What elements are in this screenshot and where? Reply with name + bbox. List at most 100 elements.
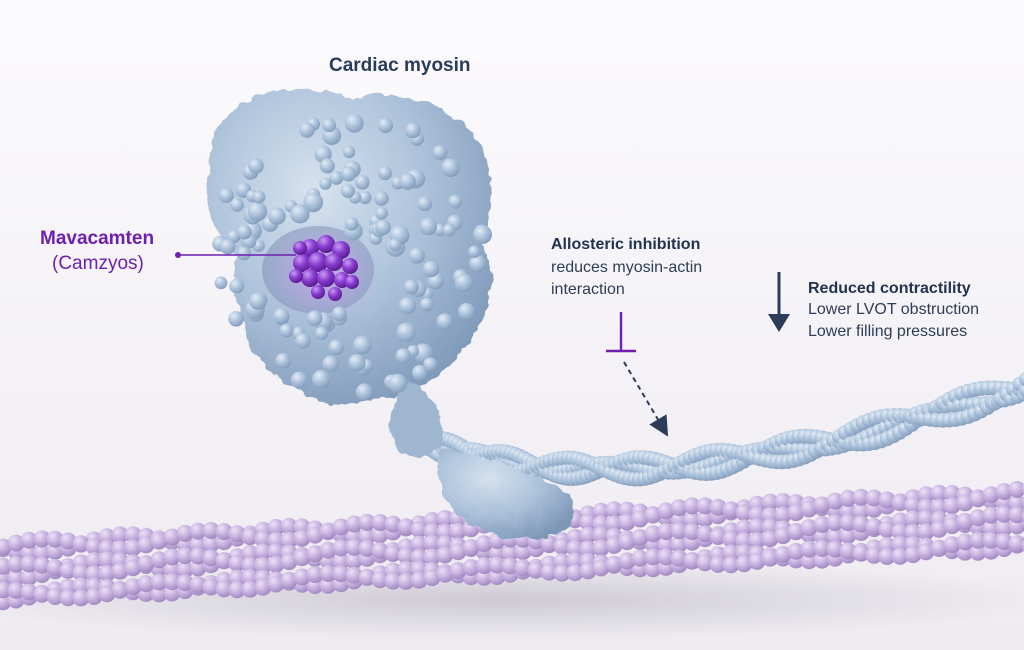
actin-bead bbox=[696, 525, 714, 543]
actin-bead bbox=[293, 549, 311, 567]
actin-bead bbox=[579, 540, 597, 558]
surface-bead bbox=[247, 201, 268, 222]
actin-bead bbox=[488, 544, 506, 562]
actin-filament bbox=[0, 480, 1024, 611]
surface-bead bbox=[273, 308, 290, 325]
actin-bead bbox=[85, 588, 103, 605]
actin-bead bbox=[826, 540, 844, 558]
actin-bead bbox=[150, 532, 168, 550]
actin-bead bbox=[592, 559, 610, 577]
actin-bead bbox=[787, 504, 805, 522]
actin-bead bbox=[202, 549, 220, 567]
tail-bead bbox=[1019, 383, 1024, 397]
actin-bead bbox=[46, 530, 64, 548]
actin-bead bbox=[813, 527, 831, 545]
actin-bead bbox=[397, 518, 415, 536]
actin-bead bbox=[943, 497, 961, 515]
drug-brand: (Camzyos) bbox=[52, 253, 144, 274]
actin-bead bbox=[839, 489, 857, 507]
surface-bead bbox=[374, 191, 389, 206]
actin-bead bbox=[319, 541, 337, 559]
actin-bead bbox=[1021, 539, 1024, 552]
actin-bead bbox=[449, 522, 467, 540]
actin-bead bbox=[696, 497, 714, 515]
surface-bead bbox=[388, 238, 402, 252]
surface-bead bbox=[355, 383, 373, 401]
actin-bead bbox=[202, 535, 220, 553]
actin-bead bbox=[878, 491, 896, 509]
actin-bead bbox=[618, 533, 636, 551]
actin-bead bbox=[20, 555, 38, 573]
actin-bead bbox=[176, 561, 194, 579]
actin-bead bbox=[332, 518, 350, 536]
actin-bead bbox=[527, 561, 545, 579]
actin-bead bbox=[410, 571, 428, 589]
actin-bead bbox=[410, 535, 428, 553]
actin-bead bbox=[696, 554, 714, 572]
effect-line-2: Lower filling pressures bbox=[808, 323, 968, 340]
actin-bead bbox=[371, 571, 389, 589]
actin-bead bbox=[865, 489, 883, 507]
actin-bead bbox=[306, 526, 324, 544]
actin-bead bbox=[826, 514, 844, 532]
actin-bead bbox=[475, 535, 493, 553]
actin-bead bbox=[878, 520, 896, 538]
surface-bead bbox=[252, 190, 266, 204]
actin-bead bbox=[137, 555, 155, 573]
actin-bead bbox=[579, 513, 597, 531]
actin-bead bbox=[670, 535, 688, 553]
actin-bead bbox=[514, 543, 532, 561]
actin-bead bbox=[241, 528, 259, 546]
actin-bead bbox=[644, 548, 662, 566]
actin-bead bbox=[7, 581, 25, 599]
actin-bead bbox=[930, 520, 948, 538]
actin-bead bbox=[657, 548, 675, 566]
actin-bead bbox=[930, 539, 948, 557]
actin-bead bbox=[683, 511, 701, 529]
surface-bead bbox=[219, 238, 236, 255]
surface-bead bbox=[344, 216, 359, 231]
actin-bead bbox=[358, 539, 376, 557]
actin-bead bbox=[514, 559, 532, 577]
actin-bead bbox=[137, 536, 155, 554]
actin-bead bbox=[982, 519, 1000, 537]
actin-bead bbox=[943, 485, 961, 502]
actin-bead bbox=[618, 552, 636, 570]
actin-bead bbox=[553, 564, 571, 582]
surface-bead bbox=[299, 122, 315, 138]
actin-bead bbox=[202, 578, 220, 596]
actin-bead bbox=[644, 560, 662, 578]
surface-bead bbox=[303, 192, 324, 213]
actin-bead bbox=[189, 522, 207, 540]
surface-bead bbox=[454, 273, 474, 292]
actin-bead bbox=[267, 543, 285, 561]
surface-bead bbox=[328, 339, 345, 356]
actin-bead bbox=[397, 560, 415, 578]
surface-bead bbox=[344, 113, 364, 133]
actin-bead bbox=[280, 571, 298, 589]
actin-bead bbox=[33, 530, 51, 548]
drug-bead bbox=[328, 287, 342, 301]
actin-bead bbox=[267, 519, 285, 536]
actin-bead bbox=[631, 510, 649, 528]
actin-bead bbox=[150, 573, 168, 591]
surface-bead bbox=[248, 158, 264, 174]
actin-bead bbox=[85, 552, 103, 569]
actin-bead bbox=[410, 548, 428, 566]
drug-bead bbox=[289, 269, 303, 283]
surface-bead bbox=[441, 158, 460, 178]
actin-bead bbox=[761, 518, 779, 536]
actin-bead bbox=[7, 534, 25, 552]
actin-bead bbox=[748, 552, 766, 570]
actin-bead bbox=[475, 568, 493, 586]
surface-bead bbox=[396, 322, 416, 342]
actin-bead bbox=[98, 585, 116, 603]
drug-bead bbox=[301, 239, 319, 257]
surface-bead bbox=[290, 371, 308, 389]
surface-bead bbox=[432, 145, 448, 160]
actin-bead bbox=[267, 575, 285, 593]
actin-bead bbox=[215, 552, 233, 570]
actin-bead bbox=[241, 556, 259, 574]
surface-bead bbox=[354, 174, 370, 190]
actin-bead bbox=[436, 565, 454, 583]
